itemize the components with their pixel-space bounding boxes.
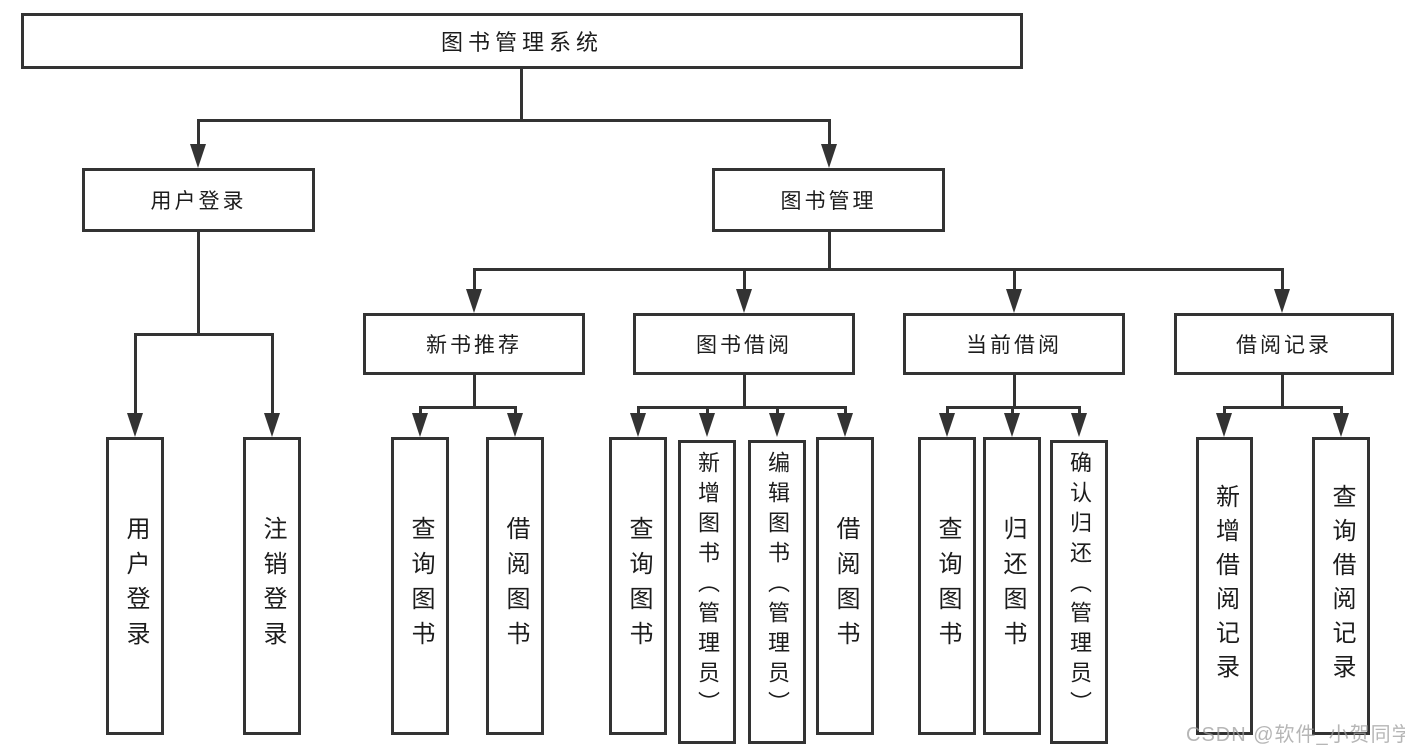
node-borrow-records: 借阅记录 bbox=[1174, 313, 1394, 375]
connector-root-stem bbox=[520, 69, 523, 120]
arrow-down-icon bbox=[190, 144, 206, 168]
connector-new-book-stem bbox=[473, 375, 476, 408]
node-current-borrow: 当前借阅 bbox=[903, 313, 1125, 375]
node-user-login: 用户登录 bbox=[82, 168, 315, 232]
watermark: CSDN @软件_小贺同学 bbox=[1186, 724, 1405, 746]
connector-user-login-bar bbox=[134, 333, 274, 336]
connector-leaf-drop bbox=[706, 406, 709, 416]
arrow-down-icon bbox=[1071, 413, 1087, 437]
leaf-query-books-3: 查询图书 bbox=[918, 437, 976, 735]
node-borrow-records-label: 借阅记录 bbox=[1236, 334, 1332, 357]
connector-book-borrow-stem bbox=[743, 375, 746, 408]
arrow-down-icon bbox=[837, 413, 853, 437]
connector-user-login-drop bbox=[197, 119, 200, 146]
connector-leaf-drop bbox=[1223, 406, 1226, 416]
connector-borrow-records-bar bbox=[1223, 406, 1343, 409]
leaf-user-login-label: 用户登录 bbox=[122, 516, 149, 656]
arrow-down-icon bbox=[507, 413, 523, 437]
connector-leaf-drop bbox=[946, 406, 949, 416]
connector-leaf-drop bbox=[637, 406, 640, 416]
leaf-logout-label: 注销登录 bbox=[259, 516, 286, 656]
leaf-add-book-admin: 新增图书（管理员） bbox=[678, 440, 736, 744]
connector-book-mgmt-drop bbox=[828, 119, 831, 146]
connector-leaf-drop bbox=[419, 406, 422, 416]
leaf-logout: 注销登录 bbox=[243, 437, 301, 735]
node-new-book-recommend-label: 新书推荐 bbox=[426, 334, 522, 357]
connector-book-mgmt-bar bbox=[473, 268, 1283, 271]
node-user-login-label: 用户登录 bbox=[150, 190, 247, 213]
arrow-down-icon bbox=[769, 413, 785, 437]
leaf-edit-book-admin: 编辑图书（管理员） bbox=[748, 440, 806, 744]
leaf-query-books-1: 查询图书 bbox=[391, 437, 449, 735]
arrow-down-icon bbox=[630, 413, 646, 437]
connector-leaf-drop bbox=[271, 333, 274, 414]
leaf-edit-book-admin-label: 编辑图书（管理员） bbox=[765, 451, 790, 721]
leaf-add-borrow-record-label: 新增借阅记录 bbox=[1211, 484, 1239, 688]
leaf-add-borrow-record: 新增借阅记录 bbox=[1196, 437, 1253, 735]
connector-leaf-drop bbox=[134, 333, 137, 414]
leaf-borrow-books-2: 借阅图书 bbox=[816, 437, 874, 735]
arrow-down-icon bbox=[127, 413, 143, 437]
connector-leaf-drop bbox=[1340, 406, 1343, 416]
arrow-down-icon bbox=[736, 289, 752, 313]
leaf-query-borrow-record: 查询借阅记录 bbox=[1312, 437, 1370, 735]
arrow-down-icon bbox=[1333, 413, 1349, 437]
leaf-return-books-label: 归还图书 bbox=[999, 516, 1026, 656]
leaf-borrow-books-1-label: 借阅图书 bbox=[502, 516, 529, 656]
arrow-down-icon bbox=[699, 413, 715, 437]
leaf-query-borrow-record-label: 查询借阅记录 bbox=[1328, 484, 1355, 688]
node-book-management: 图书管理 bbox=[712, 168, 945, 232]
connector-leaf-drop bbox=[514, 406, 517, 416]
connector-leaf-drop bbox=[1011, 406, 1014, 416]
leaf-return-books: 归还图书 bbox=[983, 437, 1041, 735]
connector-level3-drop bbox=[743, 268, 746, 292]
leaf-confirm-return-admin: 确认归还（管理员） bbox=[1050, 440, 1108, 744]
connector-root-bar bbox=[197, 119, 831, 122]
arrow-down-icon bbox=[1274, 289, 1290, 313]
arrow-down-icon bbox=[1006, 289, 1022, 313]
leaf-query-books-1-label: 查询图书 bbox=[407, 516, 434, 656]
node-book-management-label: 图书管理 bbox=[780, 190, 877, 213]
leaf-add-book-admin-label: 新增图书（管理员） bbox=[695, 451, 720, 721]
arrow-down-icon bbox=[1216, 413, 1232, 437]
leaf-confirm-return-admin-label: 确认归还（管理员） bbox=[1067, 451, 1092, 721]
arrow-down-icon bbox=[821, 144, 837, 168]
connector-user-login-stem bbox=[197, 232, 200, 335]
leaf-query-books-2-label: 查询图书 bbox=[625, 516, 652, 656]
arrow-down-icon bbox=[466, 289, 482, 313]
arrow-down-icon bbox=[412, 413, 428, 437]
leaf-borrow-books-1: 借阅图书 bbox=[486, 437, 544, 735]
connector-book-borrow-bar bbox=[637, 406, 846, 409]
connector-new-book-bar bbox=[419, 406, 517, 409]
connector-leaf-drop bbox=[844, 406, 847, 416]
leaf-query-books-3-label: 查询图书 bbox=[934, 516, 961, 656]
arrow-down-icon bbox=[264, 413, 280, 437]
connector-book-mgmt-stem bbox=[828, 232, 831, 270]
node-current-borrow-label: 当前借阅 bbox=[966, 334, 1062, 357]
node-new-book-recommend: 新书推荐 bbox=[363, 313, 585, 375]
connector-leaf-drop bbox=[776, 406, 779, 416]
connector-borrow-records-stem bbox=[1281, 375, 1284, 408]
connector-leaf-drop bbox=[1078, 406, 1081, 416]
connector-level3-drop bbox=[473, 268, 476, 292]
node-root: 图书管理系统 bbox=[21, 13, 1023, 69]
leaf-query-books-2: 查询图书 bbox=[609, 437, 667, 735]
connector-level3-drop bbox=[1013, 268, 1016, 292]
node-root-label: 图书管理系统 bbox=[440, 30, 603, 55]
connector-current-borrow-stem bbox=[1013, 375, 1016, 408]
arrow-down-icon bbox=[1004, 413, 1020, 437]
connector-level3-drop bbox=[1281, 268, 1284, 292]
node-book-borrow-label: 图书借阅 bbox=[696, 334, 792, 357]
arrow-down-icon bbox=[939, 413, 955, 437]
node-book-borrow: 图书借阅 bbox=[633, 313, 855, 375]
leaf-user-login: 用户登录 bbox=[106, 437, 164, 735]
leaf-borrow-books-2-label: 借阅图书 bbox=[832, 516, 859, 656]
